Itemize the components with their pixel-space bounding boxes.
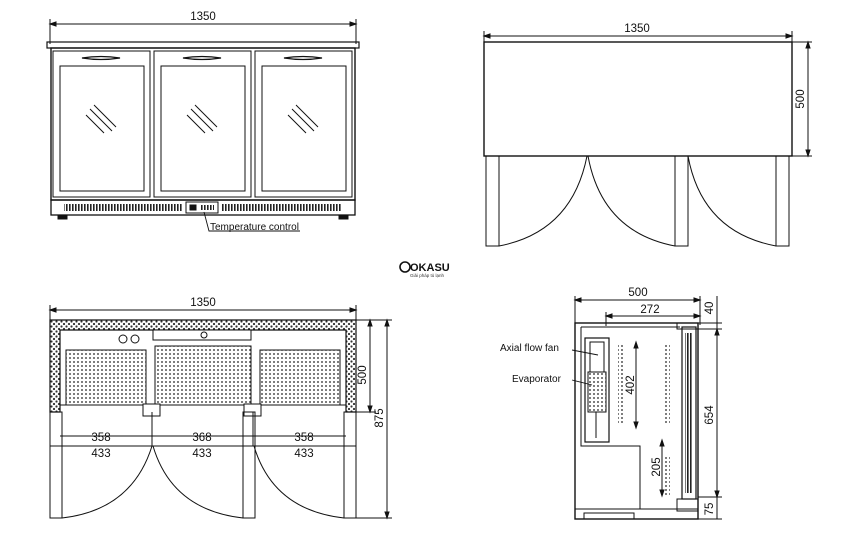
counter-top	[46, 41, 360, 49]
plan-depth-label: 500	[357, 365, 369, 384]
shelf-left	[65, 349, 147, 406]
door-handle-center	[182, 55, 222, 61]
vent-grille-right	[222, 204, 342, 211]
side-inner-depth-label: 272	[640, 304, 659, 316]
sensor-port	[200, 331, 208, 339]
front-view: 1350 Temperature co	[46, 11, 360, 233]
cabinet-body	[50, 47, 356, 201]
evap-height-label: 402	[625, 375, 637, 394]
rear-panel	[152, 329, 252, 341]
arrow	[693, 313, 702, 319]
door-swing-right	[687, 155, 790, 247]
arrow	[714, 327, 720, 336]
vent-grille-left	[64, 204, 182, 211]
arrow	[573, 297, 582, 303]
arrow	[384, 318, 390, 327]
door-handle-right	[283, 55, 323, 61]
door-width-label-3: 433	[294, 448, 313, 460]
side-depth-label: 500	[628, 287, 647, 299]
foot-right	[338, 214, 349, 220]
arrow	[48, 307, 57, 313]
logo-tagline: Giải pháp tủ lạnh	[410, 272, 445, 278]
arrow	[604, 313, 613, 319]
top-width-label: 1350	[624, 23, 650, 35]
shelf-right	[259, 349, 341, 406]
side-height-label: 654	[704, 405, 716, 425]
temperature-control-label: Temperature control	[210, 222, 299, 233]
side-cabinet-outline	[574, 322, 699, 520]
side-section: 500 272 402 205	[500, 287, 722, 520]
shelf-center	[154, 345, 252, 406]
arrow	[633, 421, 639, 430]
drain-hole-right	[130, 334, 140, 344]
arrow	[482, 33, 491, 39]
plan-width-label: 1350	[190, 297, 216, 309]
control-buttons	[200, 205, 214, 210]
side-foot	[583, 512, 635, 520]
arrow	[367, 318, 373, 327]
inner-width-label-2: 368	[192, 432, 211, 444]
open-door-left	[49, 411, 153, 519]
arrow	[659, 489, 665, 498]
arrow	[693, 297, 702, 303]
door-width-label-2: 433	[192, 448, 211, 460]
open-door-center	[152, 411, 256, 519]
glass-reflection-marks	[85, 104, 319, 134]
evaporator-callout-leader	[571, 379, 593, 386]
glass-pane-center	[160, 65, 246, 192]
inner-width-label-1: 358	[91, 432, 110, 444]
okasu-logo: OKASU Giải pháp tủ lạnh	[399, 261, 450, 278]
front-width-label: 1350	[190, 11, 216, 23]
axial-fan-label: Axial flow fan	[500, 343, 559, 354]
drain-hole-left	[118, 334, 128, 344]
arrow	[633, 340, 639, 349]
arrow	[48, 21, 57, 27]
shelf-rail-front	[665, 345, 670, 425]
lower-shelf-rail	[665, 455, 670, 497]
glass-pane-right	[261, 65, 347, 192]
glass-pane-left	[59, 65, 145, 192]
logo-brand: OKASU	[410, 262, 450, 274]
arrow	[714, 490, 720, 499]
door-bottom-hinge	[676, 498, 699, 512]
arrow	[367, 405, 373, 414]
shelf-rail-rear	[618, 345, 623, 425]
evaporator-label: Evaporator	[512, 374, 562, 385]
temperature-callout-leader	[203, 211, 300, 232]
arrow	[349, 21, 358, 27]
top-outline	[483, 41, 793, 157]
arrow	[659, 438, 665, 447]
door-handle-left	[81, 55, 121, 61]
top-offset-label: 40	[704, 302, 716, 315]
door-frame-right	[254, 50, 353, 198]
foot-left	[57, 214, 68, 220]
fan-callout-leader	[571, 349, 599, 356]
arrow	[349, 307, 358, 313]
plan-view: 1350 358 368 358 433 433 433	[48, 297, 392, 520]
base-height-label: 75	[704, 503, 716, 516]
arrow	[805, 40, 811, 49]
lower-height-label: 205	[651, 457, 663, 476]
door-swing-left	[485, 155, 588, 247]
arrow	[805, 149, 811, 158]
arrow	[384, 511, 390, 520]
logo-ring-icon	[399, 261, 411, 273]
door-frame-center	[153, 50, 252, 198]
plan-open-depth-label: 875	[374, 408, 386, 427]
door-swing-center	[587, 155, 689, 247]
open-door-right	[253, 411, 357, 519]
arrow	[785, 33, 794, 39]
temperature-control-panel	[185, 201, 219, 214]
control-display	[189, 204, 197, 211]
door-width-label-1: 433	[91, 448, 110, 460]
inner-width-label-3: 358	[294, 432, 313, 444]
top-depth-label: 500	[795, 89, 807, 108]
door-frame-left	[52, 50, 151, 198]
top-view: 1350 500	[482, 23, 812, 247]
evaporator-coil	[587, 371, 607, 413]
door-top-hinge	[676, 322, 699, 330]
door-glass-section	[685, 333, 693, 493]
base-plinth	[50, 199, 356, 216]
